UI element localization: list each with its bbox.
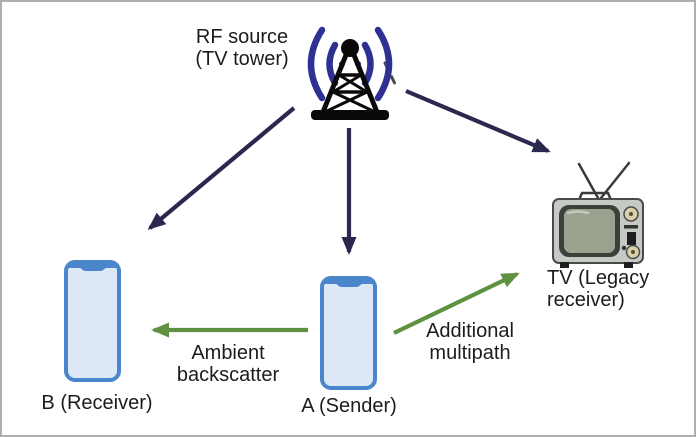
ambient-backscatter-label: Ambient backscatter — [147, 342, 309, 387]
ambient-backscatter-label-line1: Ambient — [191, 342, 265, 364]
smartphone-icon-sender-a — [320, 276, 377, 390]
additional-multipath-label: Additional multipath — [390, 320, 550, 365]
tv-label-line1: TV (Legacy — [547, 267, 650, 289]
tv-label: TV (Legacy receiver) — [547, 267, 649, 312]
arrow-additional-multipath — [393, 272, 520, 335]
smartphone-icon-receiver-b — [64, 260, 121, 382]
tv-icon — [552, 161, 644, 268]
receiver-b-label: B (Receiver) — [41, 392, 153, 414]
arrow-rf-to-b — [147, 106, 296, 230]
rf-source-label-line2: (TV tower) — [195, 48, 289, 71]
additional-multipath-label-line2: multipath — [429, 342, 511, 365]
rf-source-label: RF source (TV tower) — [182, 26, 302, 71]
sender-a-label: A (Sender) — [301, 395, 397, 417]
arrow-rf-to-tv — [405, 89, 551, 153]
tv-label-line2: receiver) — [547, 289, 625, 312]
phone-notch — [335, 280, 362, 287]
phone-notch — [79, 264, 106, 271]
rf-source-label-line1: RF source — [195, 26, 289, 48]
ambient-backscatter-label-line2: backscatter — [176, 364, 280, 387]
additional-multipath-label-line1: Additional — [426, 320, 514, 342]
broadcast-tower-icon — [307, 26, 393, 120]
